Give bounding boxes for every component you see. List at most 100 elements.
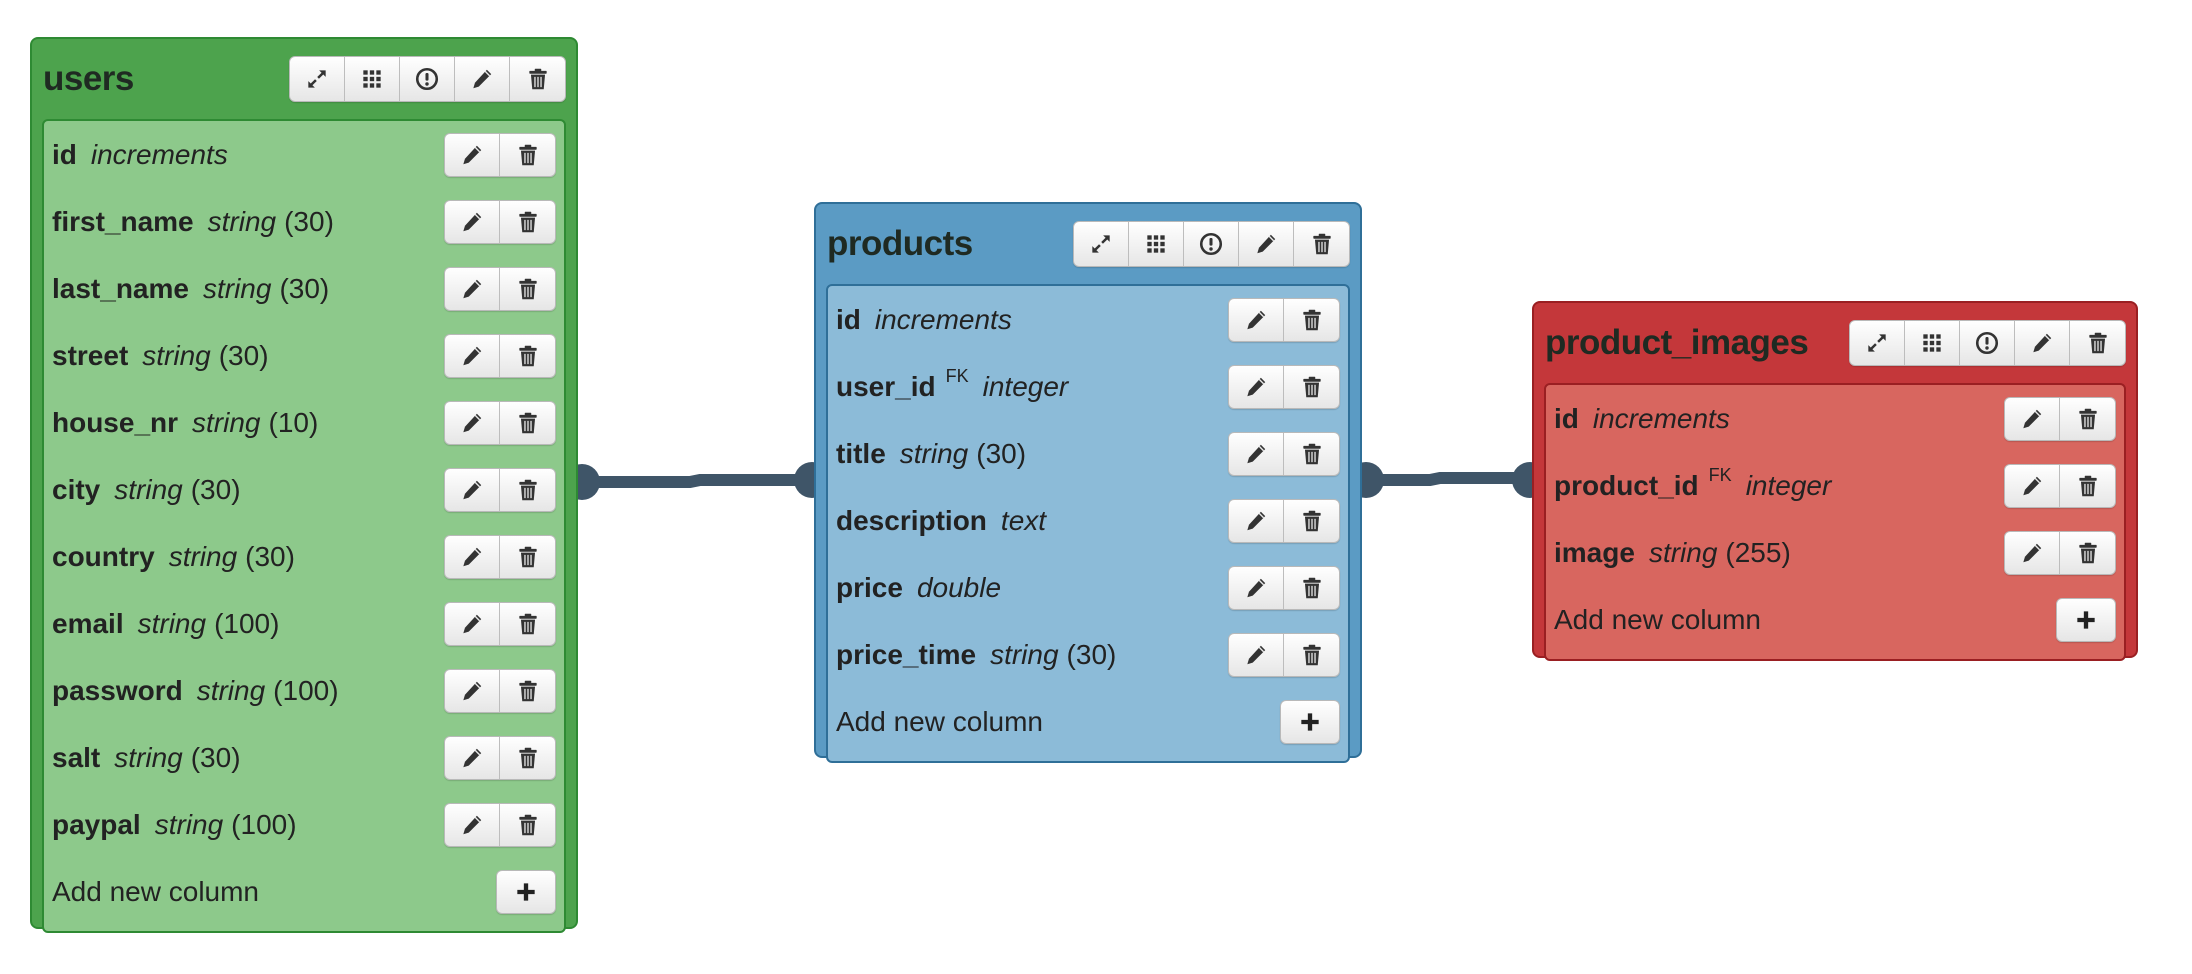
edit-column-button[interactable] [1229, 566, 1284, 609]
relation-users-products[interactable] [564, 462, 830, 500]
delete-column-button[interactable] [500, 536, 555, 578]
delete-table-button[interactable] [2070, 321, 2125, 365]
trash-icon [2085, 330, 2111, 356]
edit-column-button[interactable] [445, 401, 500, 444]
edit-column-button[interactable] [445, 736, 500, 779]
info-icon [1198, 231, 1224, 257]
delete-column-button[interactable] [1284, 299, 1339, 341]
delete-column-button[interactable] [1284, 366, 1339, 408]
delete-column-button[interactable] [2060, 532, 2115, 574]
delete-column-button[interactable] [1284, 634, 1339, 676]
delete-table-button[interactable] [510, 57, 565, 101]
column-name: country [52, 540, 155, 572]
grid-button[interactable] [345, 57, 400, 101]
info-button[interactable] [400, 57, 455, 101]
edit-table-button[interactable] [455, 57, 510, 101]
edit-table-button[interactable] [2015, 321, 2070, 365]
expand-button[interactable] [290, 57, 345, 101]
delete-column-button[interactable] [500, 402, 555, 444]
edit-column-button[interactable] [445, 267, 500, 310]
table-header[interactable]: products [826, 204, 1350, 284]
add-column-button[interactable] [497, 871, 555, 913]
column-type: integer [1745, 469, 1832, 501]
edit-column-button[interactable] [445, 602, 500, 645]
add-column-button[interactable] [1281, 701, 1339, 743]
delete-column-button[interactable] [500, 134, 555, 176]
edit-column-button[interactable] [445, 535, 500, 578]
delete-column-button[interactable] [1284, 500, 1339, 542]
grid-button[interactable] [1905, 321, 1960, 365]
delete-column-button[interactable] [2060, 465, 2115, 507]
edit-column-button[interactable] [2005, 397, 2060, 440]
edit-column-button[interactable] [445, 468, 500, 511]
add-column-row[interactable]: Add new column [836, 688, 1340, 755]
info-button[interactable] [1960, 321, 2015, 365]
column-name: price [836, 571, 903, 603]
delete-column-button[interactable] [500, 335, 555, 377]
add-column-row[interactable]: Add new column [1554, 586, 2116, 653]
expand-icon [1088, 231, 1114, 257]
edit-column-button[interactable] [1229, 298, 1284, 341]
column-actions [444, 333, 556, 378]
table-header[interactable]: users [42, 39, 566, 119]
relation-products-images[interactable] [1348, 462, 1548, 498]
column-name: password [52, 674, 183, 706]
edit-table-button[interactable] [1239, 222, 1294, 266]
delete-column-button[interactable] [2060, 398, 2115, 440]
edit-column-button[interactable] [2005, 531, 2060, 574]
delete-column-button[interactable] [500, 670, 555, 712]
edit-column-button[interactable] [1229, 432, 1284, 475]
delete-column-button[interactable] [500, 737, 555, 779]
edit-column-button[interactable] [1229, 365, 1284, 408]
edit-column-button[interactable] [445, 803, 500, 846]
edit-column-button[interactable] [445, 334, 500, 377]
delete-column-button[interactable] [1284, 567, 1339, 609]
edit-column-button[interactable] [2005, 464, 2060, 507]
add-column-button[interactable] [2057, 599, 2115, 641]
delete-column-button[interactable] [500, 804, 555, 846]
delete-column-button[interactable] [500, 469, 555, 511]
table-title: users [43, 59, 134, 98]
expand-button[interactable] [1074, 222, 1129, 266]
delete-column-button[interactable] [500, 603, 555, 645]
add-column-row[interactable]: Add new column [52, 858, 556, 925]
delete-column-button[interactable] [1284, 433, 1339, 475]
grid-button[interactable] [1129, 222, 1184, 266]
delete-column-button[interactable] [500, 268, 555, 310]
delete-table-button[interactable] [1294, 222, 1349, 266]
table-header[interactable]: product_images [1544, 303, 2126, 383]
expand-button[interactable] [1850, 321, 1905, 365]
edit-column-button[interactable] [1229, 633, 1284, 676]
edit-column-button[interactable] [445, 200, 500, 243]
column-length: (100) [231, 808, 297, 840]
edit-column-button[interactable] [1229, 499, 1284, 542]
edit-column-button[interactable] [445, 133, 500, 176]
delete-column-button[interactable] [500, 201, 555, 243]
add-column-control [496, 869, 556, 914]
info-button[interactable] [1184, 222, 1239, 266]
edit-column-button[interactable] [445, 669, 500, 712]
